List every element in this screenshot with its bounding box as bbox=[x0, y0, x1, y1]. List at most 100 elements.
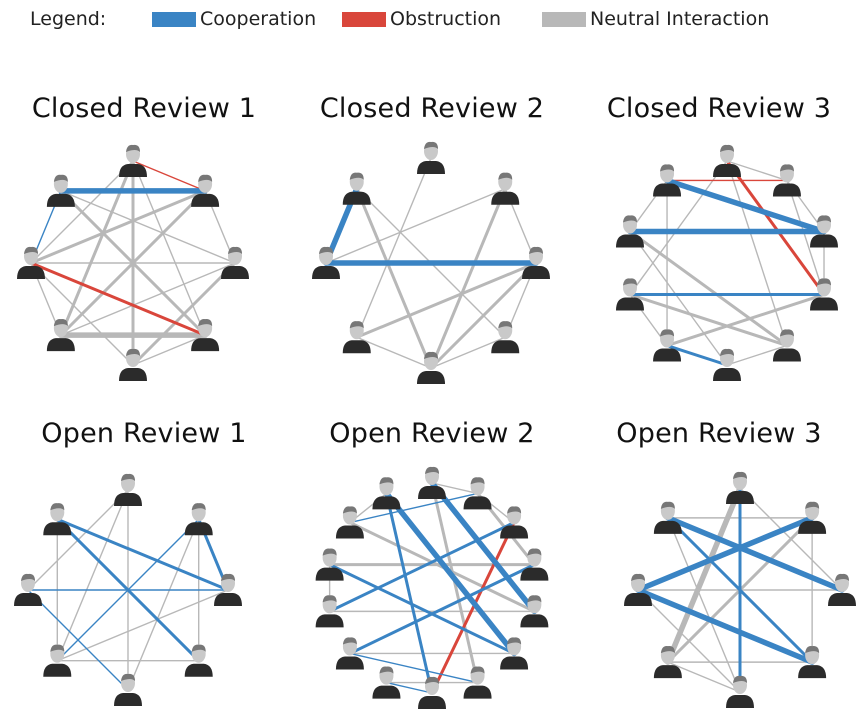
cooperation-edge bbox=[665, 515, 845, 593]
network-panel-closed-2: Closed Review 2 bbox=[288, 75, 576, 399]
neutral-edge bbox=[628, 293, 789, 348]
neutral-edge bbox=[431, 482, 479, 495]
person-icon bbox=[491, 172, 520, 205]
neutral-edge bbox=[355, 261, 538, 339]
neutral-edge bbox=[29, 189, 207, 265]
cooperation-edge bbox=[429, 480, 538, 615]
person-icon bbox=[417, 351, 445, 384]
person-icon bbox=[463, 666, 492, 699]
person-icon bbox=[315, 595, 344, 628]
person-icon bbox=[372, 666, 401, 699]
network-panel-open-2: Open Review 2 bbox=[288, 400, 576, 724]
neutral-edge bbox=[629, 160, 728, 296]
person-icon bbox=[810, 278, 839, 311]
cooperation-edge bbox=[328, 563, 516, 655]
person-icon bbox=[114, 673, 142, 706]
neutral-edge bbox=[30, 160, 134, 264]
network-panel-open-1: Open Review 1 bbox=[0, 400, 288, 724]
person-icon bbox=[119, 348, 147, 381]
neutral-edge bbox=[629, 230, 728, 366]
neutral-edge bbox=[325, 188, 506, 264]
person-icon bbox=[828, 573, 856, 606]
network-graph bbox=[624, 471, 856, 708]
person-icon bbox=[713, 348, 741, 381]
neutral-edge bbox=[726, 160, 788, 347]
person-icon bbox=[46, 174, 75, 207]
person-icon bbox=[221, 246, 249, 279]
person-icon bbox=[653, 646, 682, 679]
cooperation-edge bbox=[666, 516, 814, 664]
person-icon bbox=[191, 174, 220, 207]
neutral-edge bbox=[355, 187, 433, 370]
obstruction-edge bbox=[29, 261, 207, 337]
neutral-edge bbox=[356, 336, 432, 369]
person-icon bbox=[520, 595, 549, 628]
person-icon bbox=[615, 278, 644, 311]
obstruction-edge bbox=[132, 160, 206, 192]
panel-title: Open Review 2 bbox=[329, 418, 535, 449]
neutral-edge bbox=[637, 589, 741, 693]
neutral-edge bbox=[429, 187, 507, 370]
panel-title: Closed Review 2 bbox=[319, 93, 545, 124]
person-icon bbox=[520, 548, 549, 581]
person-icon bbox=[43, 503, 72, 536]
legend-item-label: Neutral Interaction bbox=[590, 8, 770, 30]
cooperation-edge bbox=[635, 515, 815, 593]
person-icon bbox=[653, 329, 682, 362]
person-icon bbox=[772, 329, 801, 362]
neutral-edge bbox=[430, 336, 506, 369]
neutral-edge bbox=[786, 179, 825, 296]
person-icon bbox=[624, 573, 652, 606]
person-icon bbox=[713, 144, 741, 177]
network-panel-closed-3: Closed Review 3 bbox=[575, 75, 863, 399]
person-icon bbox=[726, 471, 754, 504]
person-icon bbox=[312, 246, 340, 279]
legend-item-label: Obstruction bbox=[390, 8, 502, 30]
person-icon bbox=[342, 321, 371, 354]
neutral-edge bbox=[628, 229, 789, 348]
cooperation-edge bbox=[635, 587, 815, 665]
cooperation-edge bbox=[328, 521, 516, 613]
cooperation-edge bbox=[384, 491, 434, 695]
neutral-edge bbox=[665, 485, 743, 665]
network-graph bbox=[315, 466, 549, 709]
network-graph bbox=[312, 141, 550, 384]
person-icon bbox=[14, 573, 42, 606]
person-icon bbox=[772, 164, 801, 197]
person-icon bbox=[335, 506, 364, 539]
legend-swatch-neutral bbox=[542, 11, 586, 27]
network-graph bbox=[14, 473, 242, 706]
person-icon bbox=[798, 646, 827, 679]
neutral-edge bbox=[726, 160, 788, 182]
person-icon bbox=[463, 477, 492, 510]
neutral-edge bbox=[726, 344, 788, 366]
neutral-edge bbox=[60, 190, 236, 264]
legend: Legend: Cooperation Obstruction Neutral … bbox=[0, 0, 863, 40]
panel-title: Open Review 3 bbox=[616, 418, 822, 449]
cooperation-edge bbox=[348, 563, 536, 655]
network-graph bbox=[615, 144, 839, 381]
person-icon bbox=[615, 215, 644, 248]
person-icon bbox=[114, 473, 142, 506]
network-panel-closed-1: Closed Review 1 bbox=[0, 75, 288, 399]
legend-item-obstruction: Obstruction bbox=[342, 8, 501, 30]
network-graph bbox=[17, 144, 249, 381]
person-icon bbox=[810, 215, 839, 248]
obstruction-edge bbox=[725, 159, 826, 297]
person-icon bbox=[184, 644, 213, 677]
cooperation-edge bbox=[665, 344, 729, 367]
person-icon bbox=[46, 319, 75, 352]
cooperation-edge bbox=[383, 490, 517, 657]
person-icon bbox=[372, 477, 401, 510]
person-icon bbox=[726, 675, 754, 708]
neutral-edge bbox=[56, 589, 229, 662]
person-icon bbox=[653, 164, 682, 197]
cooperation-edge bbox=[349, 492, 479, 524]
person-icon bbox=[417, 141, 445, 174]
person-icon bbox=[522, 246, 550, 279]
person-icon bbox=[798, 501, 827, 534]
legend-item-label: Cooperation bbox=[200, 8, 317, 30]
neutral-edge bbox=[665, 293, 826, 348]
obstruction-edge bbox=[430, 521, 516, 695]
panel-title: Closed Review 3 bbox=[606, 93, 832, 124]
